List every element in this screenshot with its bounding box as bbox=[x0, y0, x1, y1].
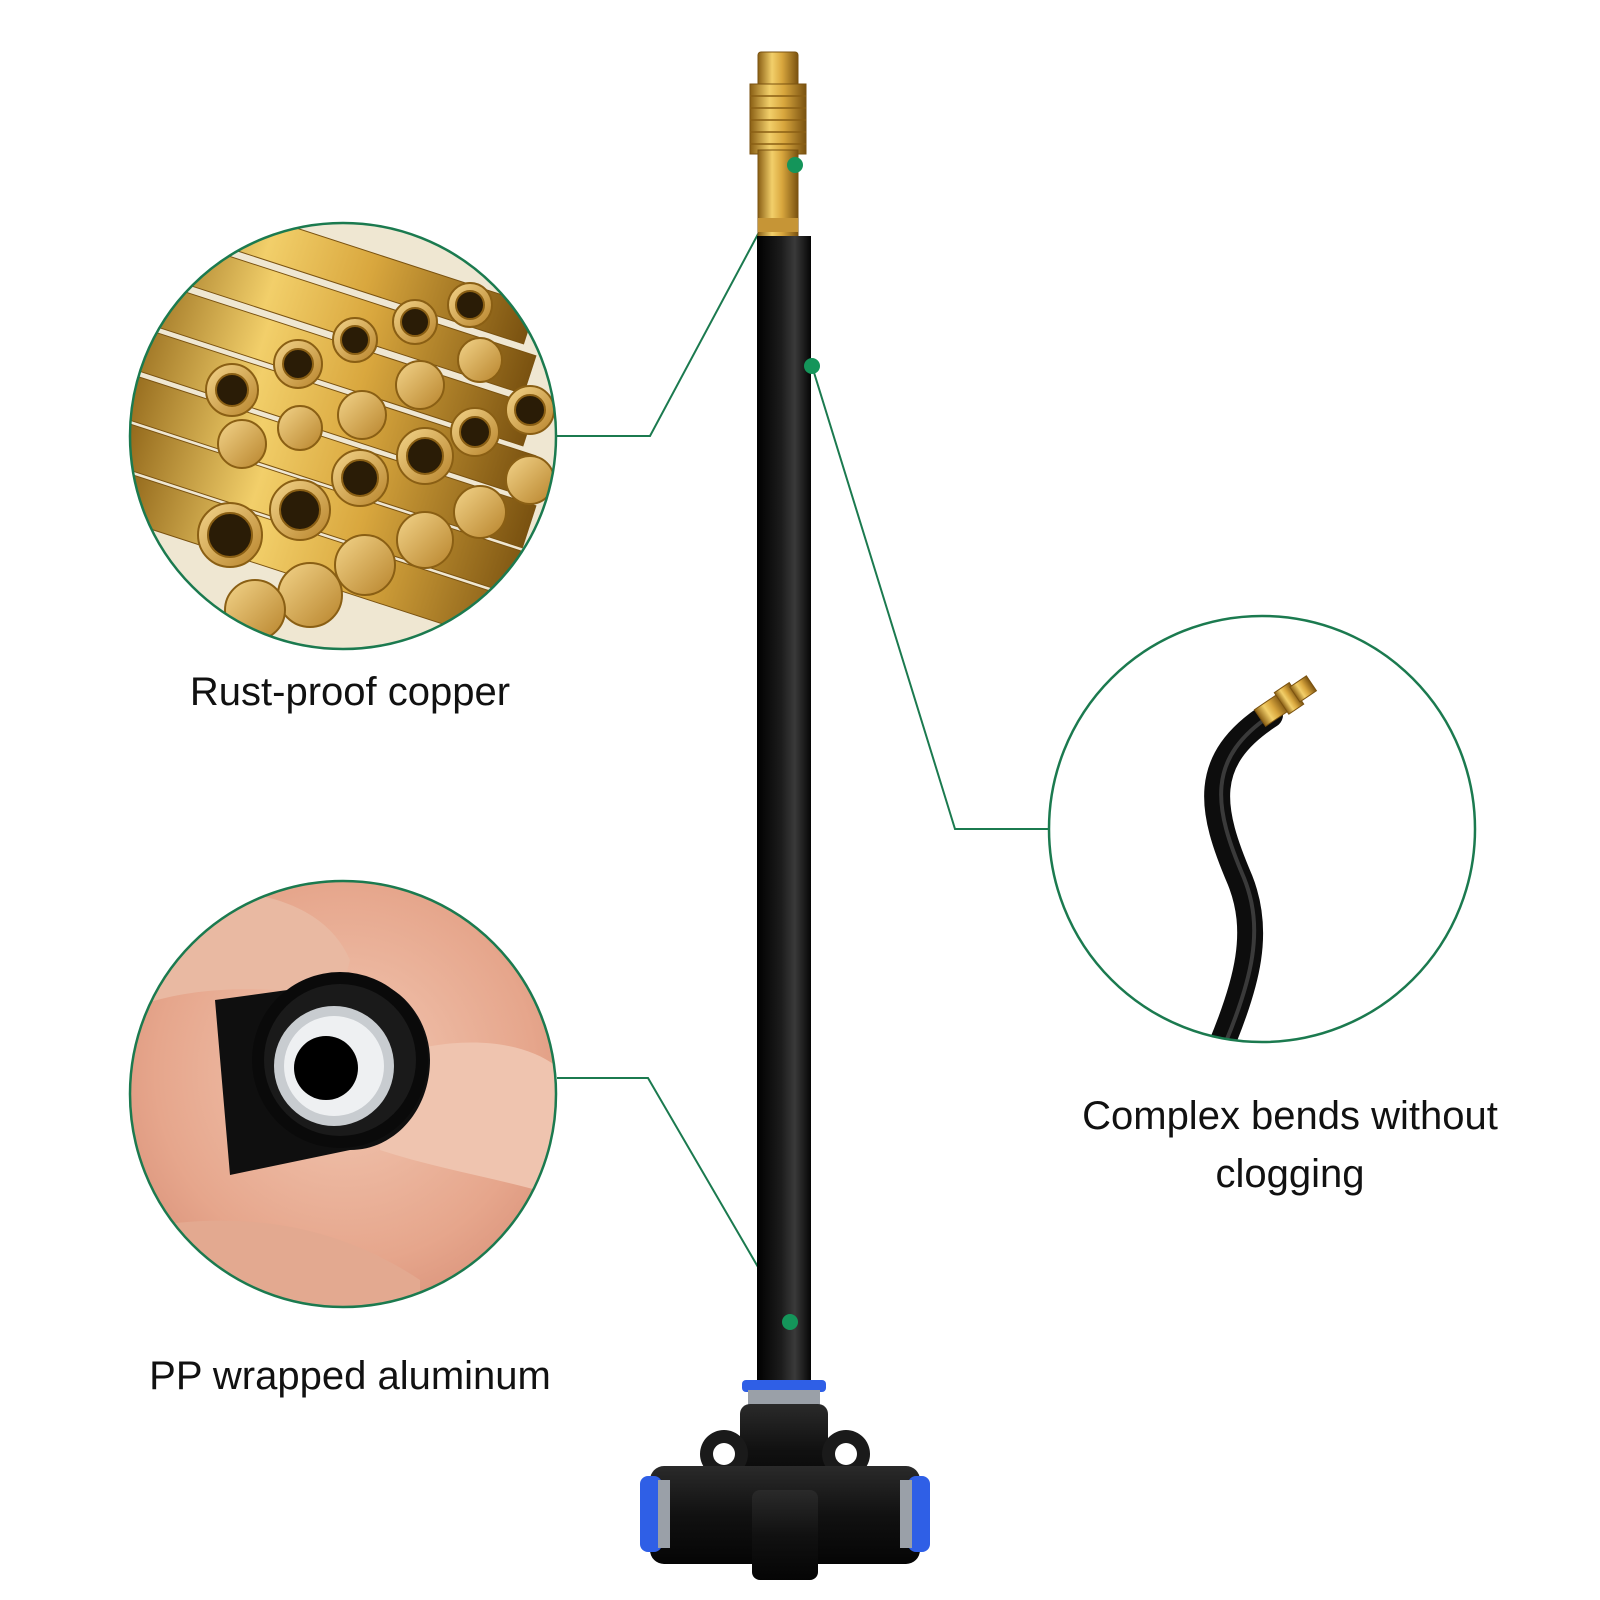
misting-stem bbox=[640, 51, 930, 1580]
callout-markers bbox=[782, 157, 820, 1330]
black-pp-tube bbox=[757, 236, 811, 1386]
brass-nozzle bbox=[749, 51, 807, 241]
caption-pp-wrapped-aluminum: PP wrapped aluminum bbox=[149, 1354, 551, 1398]
tube-cross-section-photo bbox=[130, 881, 556, 1307]
copper-inset bbox=[128, 221, 558, 651]
leader-line-bends bbox=[811, 365, 1049, 830]
marker-copper bbox=[787, 157, 803, 173]
leader-lines bbox=[557, 164, 1049, 1323]
leader-line-copper bbox=[557, 164, 796, 437]
caption-rust-proof-copper: Rust-proof copper bbox=[189, 670, 511, 714]
bent-hose-photo bbox=[1202, 675, 1318, 1042]
marker-aluminum bbox=[782, 1314, 798, 1330]
leader-line-aluminum bbox=[557, 1077, 791, 1323]
caption-complex-bends-line1: Complex bends without bbox=[1082, 1094, 1498, 1138]
marker-bends bbox=[804, 358, 820, 374]
caption-complex-bends-line2: clogging bbox=[1215, 1152, 1365, 1196]
aluminum-inset bbox=[128, 879, 558, 1309]
tee-fitting bbox=[640, 1380, 930, 1580]
caption-complex-bends: Complex bends without clogging bbox=[1020, 1087, 1560, 1203]
bend-inset bbox=[1047, 614, 1477, 1044]
brass-tubes-photo bbox=[130, 223, 556, 649]
